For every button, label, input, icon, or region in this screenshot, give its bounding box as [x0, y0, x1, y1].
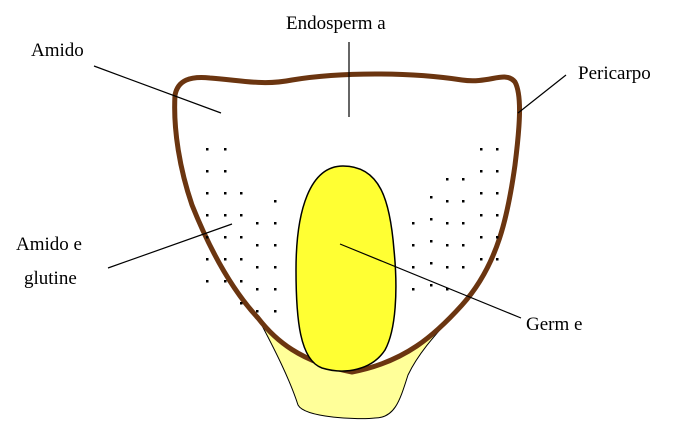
dot: [430, 240, 433, 243]
label-germe: Germ e: [526, 314, 582, 335]
dot: [496, 148, 499, 151]
dot: [446, 266, 449, 269]
dot: [462, 266, 465, 269]
dot: [224, 214, 227, 217]
dot: [412, 244, 415, 247]
dot: [412, 266, 415, 269]
germ: [296, 166, 396, 371]
dot: [430, 218, 433, 221]
dot: [446, 178, 449, 181]
dot: [462, 222, 465, 225]
dot: [240, 280, 243, 283]
dot: [224, 148, 227, 151]
dot: [462, 200, 465, 203]
dot: [496, 258, 499, 261]
dot: [274, 222, 277, 225]
dot: [446, 200, 449, 203]
dot: [274, 200, 277, 203]
dot: [206, 280, 209, 283]
dot: [480, 258, 483, 261]
dot: [240, 192, 243, 195]
dot: [224, 236, 227, 239]
dot: [412, 222, 415, 225]
dot: [206, 192, 209, 195]
dot: [412, 288, 415, 291]
label-amido-glutine-line1: Amido e: [16, 234, 82, 255]
label-amido: Amido: [31, 40, 84, 61]
label-pericarpo: Pericarpo: [578, 63, 651, 84]
dot: [224, 192, 227, 195]
dot: [240, 302, 243, 305]
dot: [446, 244, 449, 247]
dot: [274, 288, 277, 291]
dot: [240, 258, 243, 261]
dot: [496, 214, 499, 217]
dot: [256, 266, 259, 269]
dot: [274, 310, 277, 313]
dot: [496, 192, 499, 195]
dot: [206, 148, 209, 151]
dot: [462, 244, 465, 247]
dot: [446, 222, 449, 225]
leader-line-pericarpo: [518, 75, 566, 113]
dot: [496, 236, 499, 239]
dot: [240, 236, 243, 239]
dot: [224, 280, 227, 283]
dot: [240, 214, 243, 217]
dot: [496, 170, 499, 173]
dot: [462, 178, 465, 181]
dot: [480, 148, 483, 151]
dot: [256, 222, 259, 225]
dot: [224, 170, 227, 173]
dot: [430, 262, 433, 265]
dot: [430, 284, 433, 287]
dot: [206, 214, 209, 217]
dot: [206, 170, 209, 173]
dot: [256, 288, 259, 291]
dot: [480, 170, 483, 173]
label-amido-glutine-line2: glutine: [24, 268, 77, 289]
dot: [480, 236, 483, 239]
dot: [206, 258, 209, 261]
dot: [274, 266, 277, 269]
dot: [480, 214, 483, 217]
dot: [256, 244, 259, 247]
label-endosperma: Endosperm a: [286, 13, 386, 34]
dot: [256, 310, 259, 313]
dot: [480, 192, 483, 195]
dot: [430, 196, 433, 199]
dot: [224, 258, 227, 261]
dot: [206, 236, 209, 239]
dot: [274, 244, 277, 247]
